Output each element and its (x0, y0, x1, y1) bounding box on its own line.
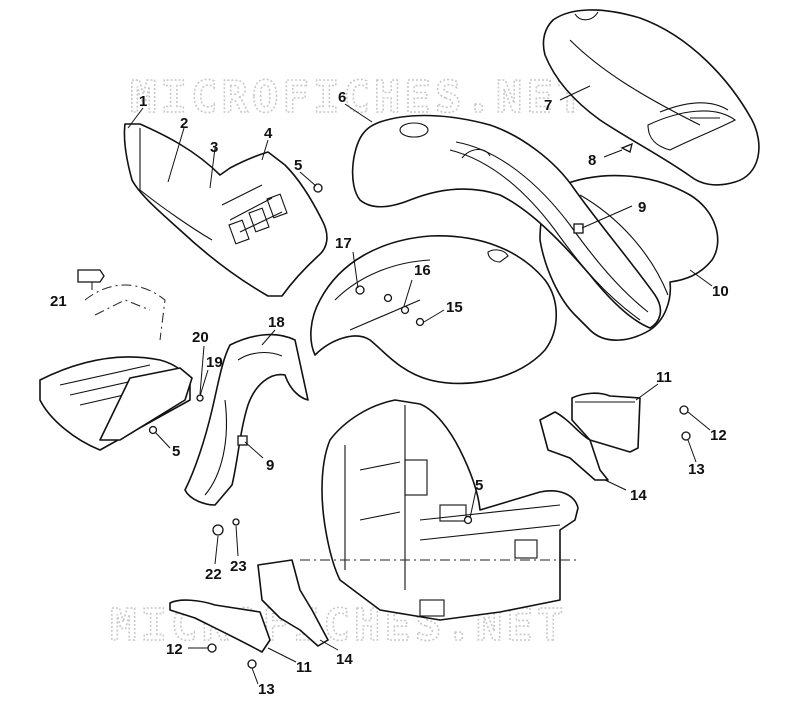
callout-5-frame: 5 (475, 477, 483, 494)
callout-12-right: 12 (710, 427, 727, 444)
callout-13-left: 13 (258, 681, 275, 698)
callout-12-left: 12 (166, 641, 183, 658)
callout-6: 6 (338, 89, 346, 106)
part-right-mudguard (539, 392, 641, 481)
callout-15: 15 (446, 299, 463, 316)
callout-4: 4 (264, 125, 273, 142)
callout-10: 10 (712, 283, 729, 300)
callout-13-right: 13 (688, 461, 705, 478)
part-tank-cover (351, 114, 662, 329)
callout-22: 22 (205, 566, 222, 583)
callout-5-top: 5 (294, 157, 302, 174)
part-side-panel (123, 123, 328, 297)
callout-9-left: 9 (266, 457, 274, 474)
callout-5-left: 5 (172, 443, 180, 460)
callout-16: 16 (414, 262, 431, 279)
callout-9-right: 9 (638, 199, 646, 216)
callout-11-left: 11 (296, 659, 312, 676)
watermark-top: MICROFICHES.NET (130, 72, 587, 123)
callout-14-right: 14 (630, 487, 647, 504)
callout-19: 19 (206, 354, 223, 371)
callout-7: 7 (544, 97, 552, 114)
callout-20: 20 (192, 329, 209, 346)
callout-3: 3 (210, 139, 218, 156)
callout-14-left: 14 (336, 651, 353, 668)
leader-lines (91, 85, 713, 685)
callout-11-right: 11 (656, 369, 672, 386)
part-left-footrest (39, 284, 193, 451)
callout-8: 8 (588, 152, 596, 169)
callout-2: 2 (180, 115, 188, 132)
part-left-mudguard (169, 559, 329, 653)
callout-18: 18 (268, 314, 285, 331)
callout-labels: 1 2 3 4 5 6 7 8 9 10 11 12 13 14 15 16 1… (50, 89, 729, 698)
callout-23: 23 (230, 558, 247, 575)
part-front-fender (310, 235, 557, 385)
part-seat (542, 9, 760, 186)
part-front-flap (184, 333, 309, 506)
part-frame (300, 399, 580, 621)
callout-17: 17 (335, 235, 352, 252)
callout-1: 1 (139, 93, 147, 110)
callout-21: 21 (50, 293, 67, 310)
